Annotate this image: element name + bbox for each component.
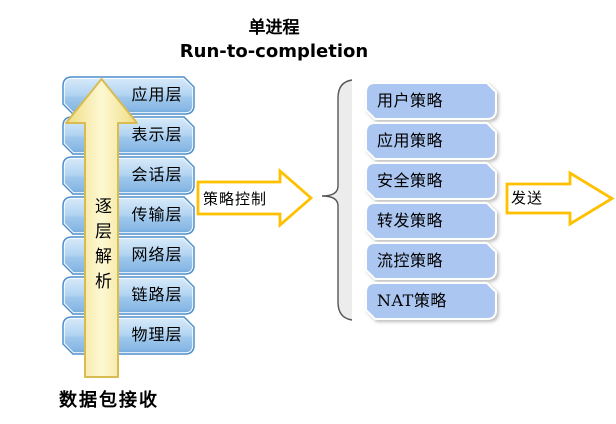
layer-label-link: 链路层	[131, 285, 183, 304]
policy-control-arrow	[196, 167, 314, 229]
layer-label-network: 网络层	[131, 245, 183, 264]
title-line-english: Run-to-completion	[179, 41, 369, 62]
policy-label-application: 应用策略	[377, 131, 444, 150]
policy-control-label: 策略控制	[203, 190, 268, 208]
send-label: 发送	[511, 189, 544, 207]
send-arrow	[505, 170, 615, 227]
layer-label-application: 应用层	[131, 85, 183, 104]
policy-label-forwarding: 转发策略	[377, 211, 444, 230]
up-arrow-label: 逐层解析	[91, 197, 111, 297]
layer-label-transport: 传输层	[131, 205, 183, 224]
layer-label-session: 会话层	[131, 165, 183, 184]
title-line-chinese: 单进程	[248, 18, 300, 38]
policy-label-security: 安全策略	[377, 171, 444, 190]
policy-label-flow-control: 流控策略	[377, 251, 444, 270]
left-brace	[321, 79, 353, 321]
up-arrow	[65, 78, 138, 378]
diagram-title: 单进程 Run-to-completion	[149, 17, 399, 63]
policy-label-user: 用户策略	[377, 91, 444, 110]
layer-label-presentation: 表示层	[131, 125, 183, 144]
policy-label-nat: NAT策略	[377, 291, 447, 310]
layer-label-physical: 物理层	[131, 325, 183, 344]
packet-receive-label: 数据包接收	[59, 390, 159, 411]
